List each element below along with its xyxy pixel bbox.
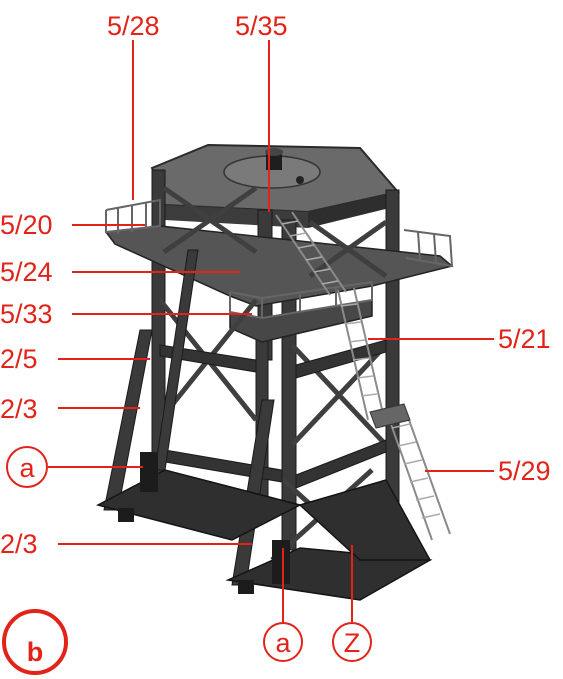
- label-left-5: 2/3: [0, 394, 38, 424]
- base-foot-1: [140, 452, 158, 492]
- brace-d2: [308, 219, 388, 279]
- label-left-1: 5/20: [0, 210, 53, 240]
- label-right-1: 5/21: [498, 324, 551, 354]
- roof-hole: [296, 176, 304, 184]
- stair-upper-rail-2: [291, 211, 347, 293]
- marker-bottom-a-ring: [263, 622, 303, 662]
- stair-mid-rail-1: [337, 289, 369, 421]
- marker-bottom-z: Z: [344, 628, 361, 658]
- leader-lines: [48, 40, 494, 622]
- base-foot-2: [272, 540, 290, 584]
- marker-bottom-z-ring: [332, 622, 372, 662]
- base-foot-3: [118, 508, 134, 522]
- label-left-6: 2/3: [0, 529, 38, 559]
- label-right-2: 5/29: [498, 456, 551, 486]
- panel-letter-ring: [2, 609, 68, 675]
- base-sill-right: [298, 479, 432, 561]
- label-top-left: 5/28: [107, 11, 160, 41]
- label-left-4: 2/5: [0, 344, 38, 374]
- stair-treads: [281, 220, 441, 519]
- circle-markers: a a Z b: [2, 446, 372, 675]
- base-sill-left: [95, 469, 303, 541]
- railing-right: [403, 229, 454, 268]
- column-rear-right: [385, 189, 400, 511]
- brace-c2: [162, 185, 258, 255]
- label-left-3: 5/33: [0, 299, 53, 329]
- panel-letter: b: [27, 637, 44, 667]
- base-foot-4: [238, 580, 254, 594]
- roof-chimney-cap: [265, 148, 283, 156]
- label-left-2: 5/24: [0, 257, 53, 287]
- callout-labels: 5/28 5/35 5/20 5/24 5/33 2/5 2/3 2/3 5/2…: [0, 11, 551, 559]
- roof-side: [308, 192, 398, 228]
- tower-model: [95, 143, 454, 601]
- girder-low-right: [295, 439, 387, 489]
- stair-mid-rail-2: [353, 287, 385, 419]
- marker-left-a-ring: [6, 446, 48, 488]
- girder-mid-left: [159, 344, 257, 373]
- stair-upper-rail-1: [275, 214, 331, 296]
- marker-bottom-a: a: [275, 628, 291, 658]
- marker-left-a: a: [19, 453, 35, 483]
- stair-lower-rail-1: [385, 409, 433, 541]
- girder-mid-right: [295, 339, 387, 379]
- stair-landing: [369, 403, 411, 429]
- label-top-center: 5/35: [235, 11, 288, 41]
